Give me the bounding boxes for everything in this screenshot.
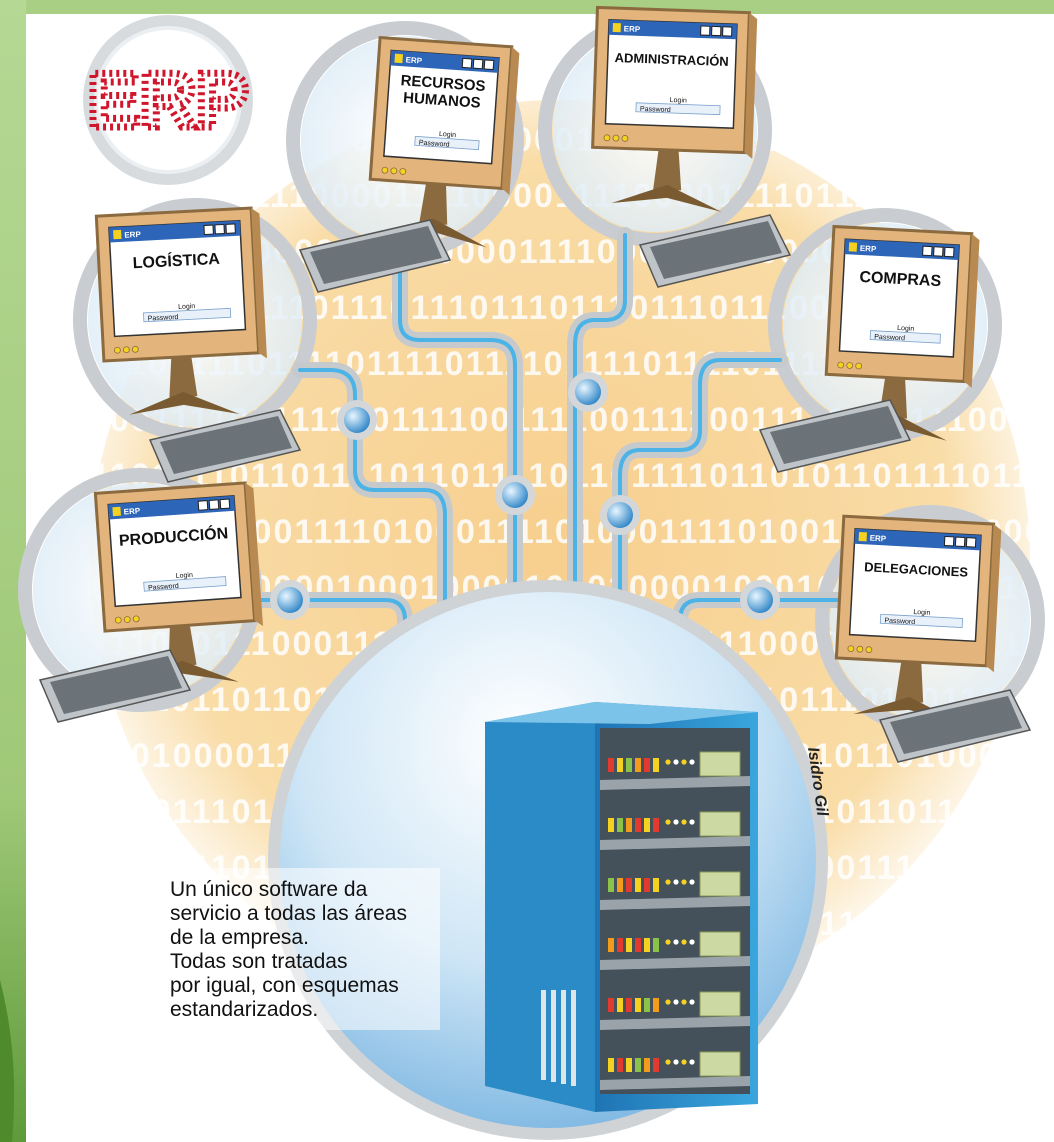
password-label: Password [148, 583, 179, 592]
window-tag: ERP [624, 24, 641, 34]
password-label: Password [884, 617, 915, 626]
minimize-icon [700, 25, 711, 36]
server-rack [485, 702, 758, 1112]
module-title: LOGÍSTICA [132, 249, 220, 273]
module-title: ADMINISTRACIÓN [614, 50, 729, 69]
module-monitors: ERPRECURSOSHUMANOSLoginPasswordERPADMINI… [38, 5, 1032, 763]
maximize-icon [208, 499, 220, 510]
login-field [879, 613, 964, 628]
maximize-icon [933, 246, 944, 257]
login-label: Login [670, 97, 687, 105]
left-leaf-decoration [0, 980, 15, 1142]
login-label: Login [178, 303, 196, 311]
caption-line: por igual, con esquemas [170, 974, 399, 997]
login-label: Login [439, 131, 457, 139]
caption-line: Todas son tratadas [170, 950, 347, 973]
password-label: Password [640, 106, 671, 114]
caption-line: Un único software da [170, 878, 368, 901]
login-field [143, 307, 232, 323]
minimize-icon [922, 245, 933, 257]
caption-line: de la empresa. [170, 926, 309, 949]
close-icon [225, 223, 236, 234]
close-icon [965, 537, 977, 548]
keyboard [638, 214, 792, 288]
keyboard [148, 409, 302, 483]
close-icon [944, 246, 955, 258]
window-titlebar [390, 50, 499, 73]
top-border-strip [0, 0, 1054, 14]
module-title: RECURSOS [400, 72, 486, 95]
caption-line: servicio a todas las áreas [170, 902, 407, 925]
minimize-icon [461, 57, 473, 69]
login-field [869, 330, 941, 344]
maximize-icon [711, 25, 722, 37]
minimize-icon [197, 500, 209, 511]
window-tag: ERP [869, 534, 887, 544]
window-tag: ERP [860, 244, 878, 254]
keyboard [758, 399, 912, 473]
close-icon [483, 59, 495, 71]
minimize-icon [203, 224, 214, 236]
caption-line: estandarizados. [170, 998, 318, 1021]
keyboard [38, 649, 192, 723]
erp-logo-badge: ERP [83, 15, 253, 185]
module-title: HUMANOS [403, 89, 481, 111]
keyboard [878, 689, 1032, 763]
login-label: Login [913, 609, 931, 617]
login-label: Login [897, 325, 915, 333]
erp-logo-text: ERP [88, 56, 248, 144]
keyboard [298, 219, 452, 293]
password-label: Password [148, 314, 179, 323]
maximize-icon [214, 223, 225, 235]
window-tag: ERP [124, 230, 142, 240]
login-field [414, 135, 480, 151]
maximize-icon [954, 536, 966, 548]
login-field [635, 102, 721, 116]
login-label: Login [176, 572, 194, 580]
cable-junction-nodes [270, 372, 780, 620]
password-label: Password [874, 334, 905, 343]
maximize-icon [472, 58, 484, 70]
password-label: Password [419, 140, 450, 149]
close-icon [219, 498, 231, 510]
login-field [143, 576, 227, 592]
close-icon [722, 26, 733, 37]
minimize-icon [943, 535, 955, 547]
window-tag: ERP [123, 506, 141, 516]
window-tag: ERP [405, 55, 423, 65]
module-title: COMPRAS [859, 269, 942, 290]
module-title: DELEGACIONES [864, 559, 969, 579]
